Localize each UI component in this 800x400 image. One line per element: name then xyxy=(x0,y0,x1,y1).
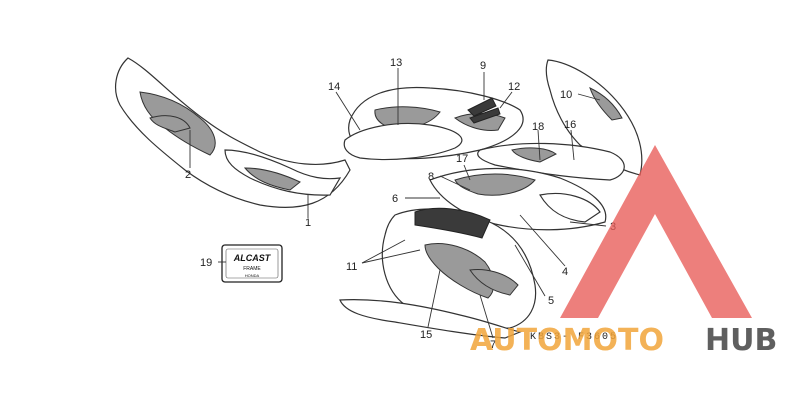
leader-lines xyxy=(189,68,607,339)
label-line1: ALCAST xyxy=(233,253,272,263)
watermark-word-b: HUB xyxy=(705,323,777,358)
diagram-code: KBS3- F3605 xyxy=(530,332,618,343)
callout-19: 19 xyxy=(200,257,212,269)
callout-18: 18 xyxy=(532,121,544,133)
callouts: 1 2 3 4 5 6 7 8 9 10 11 12 13 14 15 16 1… xyxy=(185,57,616,351)
callout-15: 15 xyxy=(420,329,432,341)
callout-2: 2 xyxy=(185,169,191,181)
callout-14: 14 xyxy=(328,81,340,93)
callout-4: 4 xyxy=(562,266,568,278)
callout-5: 5 xyxy=(548,295,554,307)
watermark-word-a: AUTOMOTO xyxy=(470,323,664,358)
callout-11: 11 xyxy=(346,261,357,273)
callout-10: 10 xyxy=(560,89,572,101)
watermark-text: AUTOMOTO HUB xyxy=(470,323,777,358)
watermark-logo xyxy=(560,145,752,318)
label-line2: FRAME xyxy=(243,266,261,272)
callout-13: 13 xyxy=(390,57,402,69)
left-side-cowl xyxy=(114,57,351,208)
watermark-triangle-icon xyxy=(560,145,752,318)
upper-fairing xyxy=(477,59,643,181)
callout-12: 12 xyxy=(508,81,520,93)
frame-label-decal: ALCAST FRAME HONDA xyxy=(221,244,283,283)
label-small1: HONDA xyxy=(245,273,260,278)
callout-8: 8 xyxy=(428,171,434,183)
callout-7: 7 xyxy=(490,339,496,351)
callout-16: 16 xyxy=(564,119,576,131)
callout-1: 1 xyxy=(305,217,311,229)
callout-17: 17 xyxy=(456,153,468,165)
lower-cowl xyxy=(339,207,537,339)
wing-logo-icon xyxy=(467,97,501,124)
callout-9: 9 xyxy=(480,60,486,72)
center-cover xyxy=(343,86,524,161)
callout-6: 6 xyxy=(392,193,398,205)
